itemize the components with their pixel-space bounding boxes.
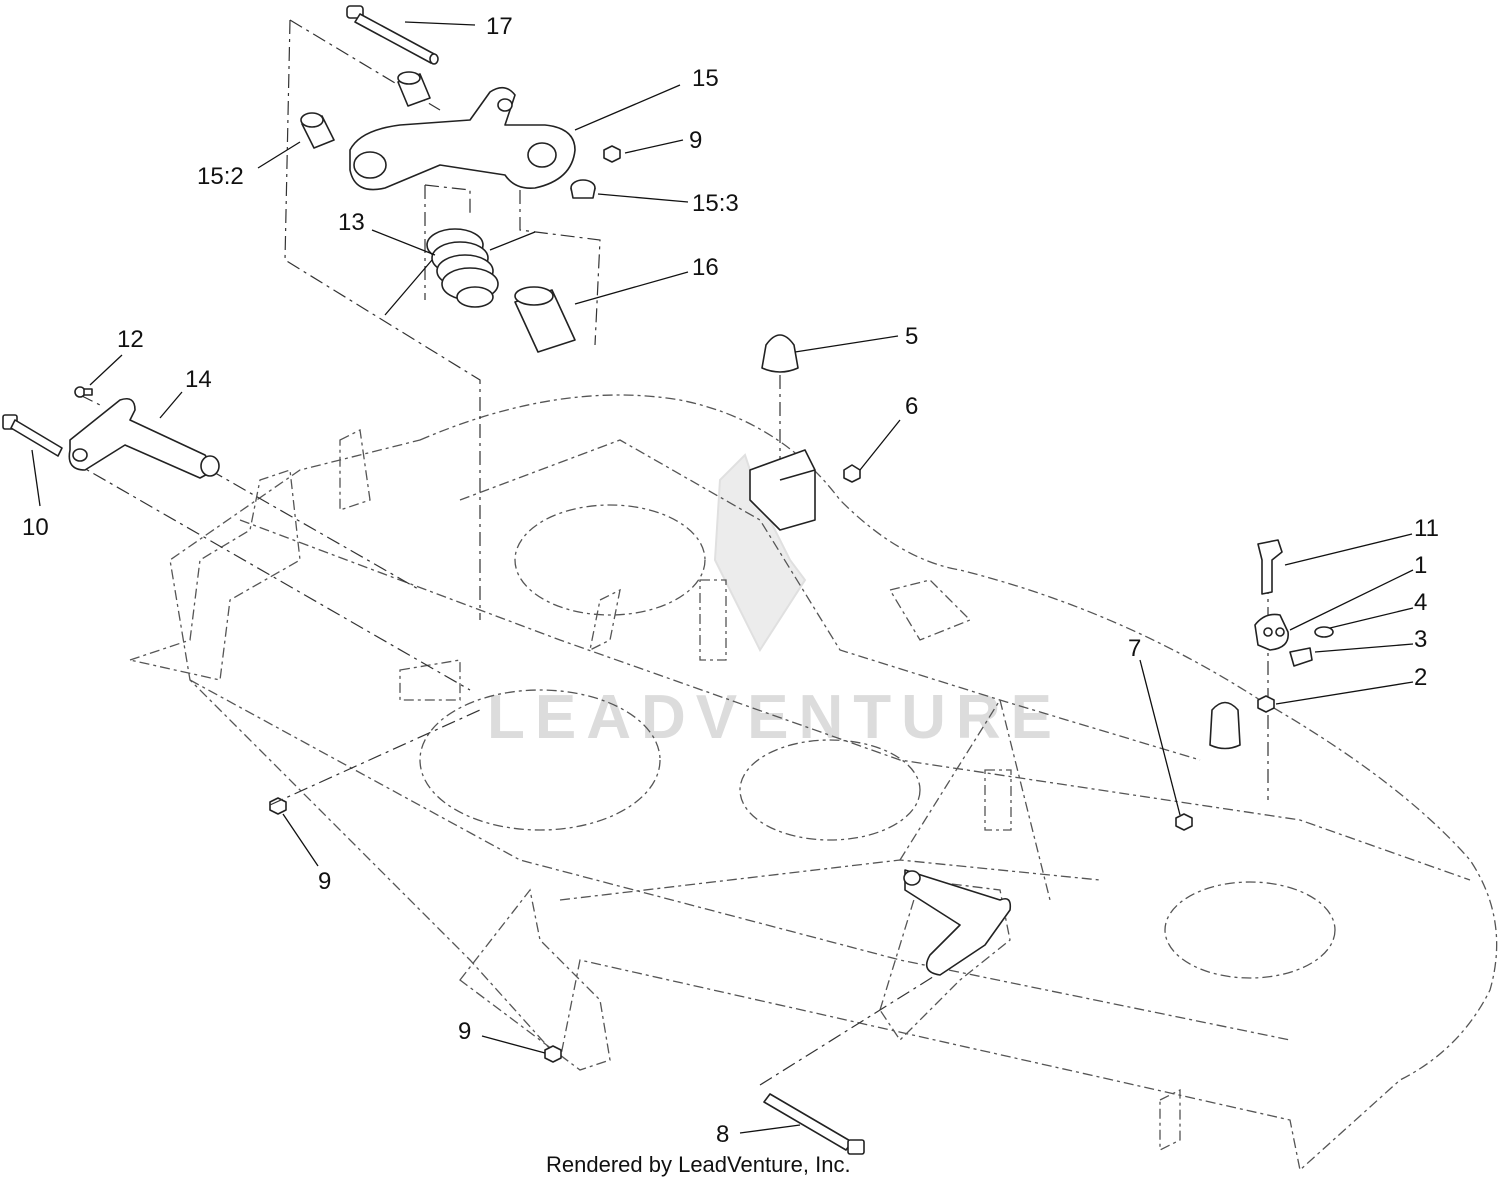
bushing-15-2 — [300, 112, 335, 149]
idler-arm-assembly — [284, 5, 621, 620]
nut-6 — [843, 464, 861, 483]
pin-3 — [1289, 647, 1313, 667]
callout-2: 2 — [1414, 664, 1427, 691]
callout-9-left: 9 — [318, 868, 331, 895]
idler-arm-15 — [349, 86, 576, 191]
bushing-15-3 — [570, 179, 596, 199]
bushing-top — [397, 71, 431, 107]
mower-deck — [127, 394, 1498, 1172]
pivot-bracket-14 — [68, 397, 220, 479]
clip-4 — [1314, 626, 1334, 638]
callout-11: 11 — [1414, 515, 1439, 542]
callout-4: 4 — [1414, 589, 1427, 616]
callout-9-bottom: 9 — [458, 1018, 471, 1045]
callout-6: 6 — [905, 393, 918, 420]
callout-15-2: 15:2 — [197, 163, 244, 190]
callout-17: 17 — [486, 13, 513, 40]
spring-13 — [384, 228, 536, 316]
callout-15-3: 15:3 — [692, 190, 739, 217]
callout-12: 12 — [117, 326, 144, 353]
callout-15: 15 — [692, 65, 719, 92]
callout-labels: 17 15 9 15:2 15:3 13 16 5 6 12 14 10 11 … — [22, 13, 1439, 1148]
callout-16: 16 — [692, 254, 719, 281]
nut-9-left — [269, 709, 481, 815]
nut-9-top — [603, 145, 621, 163]
watermark-text: LEADVENTURE — [487, 683, 1062, 752]
callout-5: 5 — [905, 323, 918, 350]
right-adjustment-assembly — [1209, 539, 1334, 800]
callout-9-top: 9 — [689, 127, 702, 154]
nut-7 — [1175, 813, 1193, 831]
bolt-17 — [346, 5, 439, 65]
rod-8 — [759, 959, 961, 1155]
pivot-assembly-left — [2, 386, 471, 691]
bracket-6 — [749, 449, 816, 531]
callout-3: 3 — [1414, 626, 1427, 653]
height-plate-1 — [1254, 613, 1289, 651]
bolt-10 — [2, 414, 63, 457]
callout-8: 8 — [716, 1121, 729, 1148]
credit-text: Rendered by LeadVenture, Inc. — [546, 1152, 851, 1177]
knob-5 — [761, 334, 799, 470]
nut-9-bottom — [544, 1045, 562, 1063]
spacer-16 — [514, 286, 576, 353]
callout-14: 14 — [185, 366, 212, 393]
nut-2 — [1257, 695, 1275, 713]
grease-fitting-12 — [74, 386, 93, 398]
front-pivot-bracket — [903, 869, 1012, 976]
watermark: LEADVENTURE — [487, 453, 1062, 752]
leader-lines — [31, 21, 1414, 1134]
callout-1: 1 — [1414, 552, 1427, 579]
callout-10: 10 — [22, 514, 49, 541]
pin-11 — [1257, 539, 1283, 595]
callout-13: 13 — [338, 209, 365, 236]
knob-right — [1209, 701, 1241, 750]
callout-7: 7 — [1128, 635, 1141, 662]
